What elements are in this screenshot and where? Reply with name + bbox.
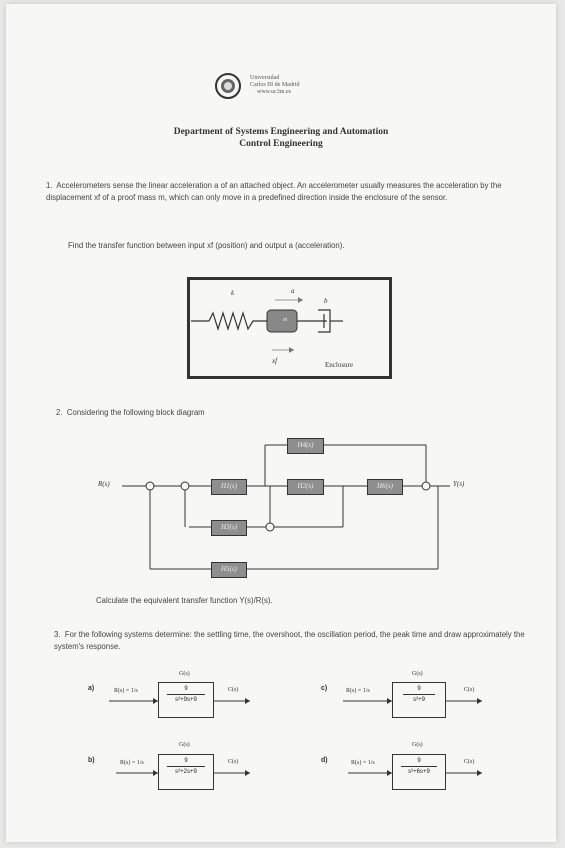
damper-label: b	[324, 297, 328, 305]
problem-2-text: 2. Considering the following block diagr…	[56, 407, 205, 419]
enclosure-label: Enclosure	[325, 361, 353, 369]
input-r-label: R(s)	[98, 480, 110, 488]
system-b-output: C(s)	[228, 759, 239, 765]
spring-label: k	[231, 289, 235, 297]
university-name-line1: Universidad	[250, 75, 280, 81]
system-c-denominator: s²+9	[413, 697, 425, 703]
block-h6: H6(s)	[367, 479, 403, 495]
problem-1-number: 1.	[46, 181, 53, 190]
fraction-bar	[167, 766, 205, 767]
system-b-transfer-box: 9 s²+2s+9	[158, 754, 214, 790]
system-c-input: R(s) = 1/s	[346, 688, 370, 694]
problem-3-number: 3.	[54, 630, 61, 639]
system-a-numerator: 9	[184, 686, 188, 692]
system-a-label: a)	[88, 685, 95, 692]
system-a-output: C(s)	[228, 687, 239, 693]
fraction-bar	[167, 694, 205, 695]
block-h5: H5(s)	[211, 562, 247, 578]
document-page: Universidad Carlos III de Madrid www.uc3…	[6, 4, 556, 842]
system-d-output: C(s)	[464, 759, 475, 765]
university-website: www.uc3m.es	[257, 89, 291, 95]
displacement-label: xf	[272, 357, 278, 365]
system-d-label: d)	[321, 757, 328, 764]
system-c-numerator: 9	[417, 686, 421, 692]
problem-2-statement: Considering the following block diagram	[66, 408, 205, 417]
fraction-bar	[401, 766, 437, 767]
block-h4: H4(s)	[287, 438, 324, 454]
system-a-transfer-box: 9 s²+9s+9	[158, 682, 214, 718]
output-y-label: Y(s)	[453, 480, 465, 488]
system-d-denominator: s²+6s+9	[408, 769, 430, 775]
course-title: Control Engineering	[239, 139, 323, 149]
system-a-denominator: s²+9s+9	[175, 697, 197, 703]
system-a-input: R(s) = 1/s	[114, 688, 138, 694]
acceleration-label: a	[291, 287, 295, 295]
mass-label: m	[283, 317, 288, 323]
system-d-g-label: G(s)	[412, 742, 423, 748]
system-b-label: b)	[88, 757, 95, 764]
system-c-label: c)	[321, 685, 328, 692]
problem-1-task: Find the transfer function between input…	[68, 241, 345, 250]
system-b-numerator: 9	[184, 758, 188, 764]
problem-1-text: 1. Accelerometers sense the linear accel…	[46, 180, 534, 204]
system-d-input: R(s) = 1/s	[351, 760, 375, 766]
system-d-transfer-box: 9 s²+6s+9	[392, 754, 446, 790]
block-diagram	[122, 444, 450, 570]
system-c-g-label: G(s)	[412, 671, 423, 677]
system-c-output: C(s)	[464, 687, 475, 693]
system-b-input: R(s) = 1/s	[120, 760, 144, 766]
system-c-transfer-box: 9 s²+9	[392, 682, 446, 718]
system-arrows	[109, 698, 482, 776]
problem-3-statement: For the following systems determine: the…	[54, 630, 525, 651]
problem-2-task: Calculate the equivalent transfer functi…	[96, 596, 273, 605]
problem-2-number: 2.	[56, 408, 63, 417]
problem-3-text: 3. For the following systems determine: …	[54, 629, 534, 653]
university-seal-icon	[215, 73, 241, 99]
system-b-g-label: G(s)	[179, 742, 190, 748]
system-a-g-label: G(s)	[179, 671, 190, 677]
block-h2: H2(s)	[287, 479, 324, 495]
accelerometer-figure	[187, 277, 392, 379]
system-b-denominator: s²+2s+9	[175, 769, 197, 775]
block-h1: H1(s)	[211, 479, 247, 495]
university-name-line2: Carlos III de Madrid	[250, 82, 300, 88]
problem-1-statement: Accelerometers sense the linear accelera…	[46, 181, 502, 202]
fraction-bar	[403, 694, 435, 695]
system-d-numerator: 9	[417, 758, 421, 764]
department-title: Department of Systems Engineering and Au…	[173, 127, 389, 137]
block-h3: H3(s)	[211, 520, 247, 536]
